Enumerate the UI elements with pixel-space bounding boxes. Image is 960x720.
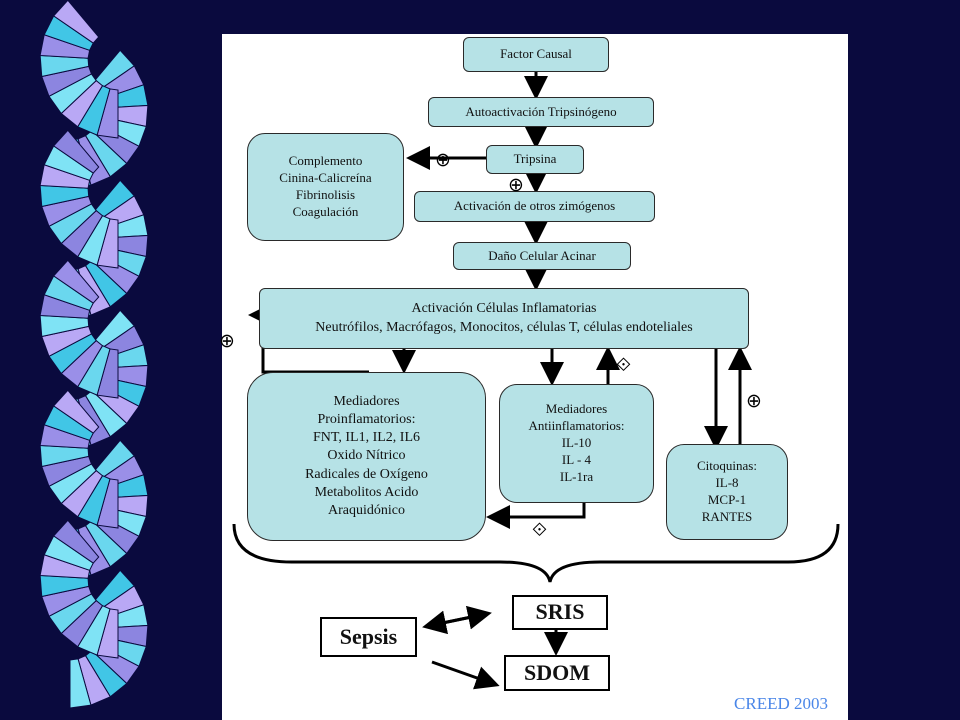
node-sepsis: Sepsis [320,617,417,657]
minus-symbol-antiinf-activacion: ⟐ [616,354,631,376]
arrow-antiinf-to-proinf [486,503,586,529]
node-sdom: SDOM [504,655,610,691]
plus-symbol-citoquinas-activacion: ⊕ [746,390,762,412]
node-mediadores-antiinflamatorios: Mediadores Antiinflamatorios: IL-10 IL -… [499,384,654,503]
plus-symbol-tripsina-zimogenos: ⊕ [508,174,524,196]
node-activacion-celulas-inflamatorias: Activación Células Inflamatorias Neutróf… [259,288,749,349]
node-sris: SRIS [512,595,608,630]
node-factor-causal: Factor Causal [463,37,609,72]
node-tripsina: Tripsina [486,145,584,174]
node-complemento: Complemento Cinina-Calicreína Fibrinolis… [247,133,404,241]
spiral-segment [52,389,100,434]
spiral-segment [52,0,100,44]
decorative-spiral-border [39,0,149,709]
summary-brace [232,523,840,583]
minus-symbol-antiinf-proinf: ⟐ [532,519,547,541]
pancreatitis-flowchart: Factor Causal Autoactivación Tripsinógen… [219,34,848,720]
credit-label: CREED 2003 [734,694,828,713]
node-citoquinas: Citoquinas: IL-8 MCP-1 RANTES [666,444,788,540]
spiral-segment [69,658,92,709]
plus-symbol-tripsina-complemento: ⊕ [435,149,451,171]
spiral-segment [52,259,100,304]
spiral-segment [52,129,100,174]
arrow-sepsis-to-sris [427,605,492,630]
arrow-sepsis-to-sdom [431,660,500,690]
node-autoactivacion-tripsinogeno: Autoactivación Tripsinógeno [428,97,654,127]
node-mediadores-proinflamatorios: Mediadores Proinflamatorios: FNT, IL1, I… [247,372,486,541]
spiral-segment [52,519,100,564]
plus-symbol-feedback-proinf: ⊕ [219,330,235,352]
node-dano-celular-acinar: Daño Celular Acinar [453,242,631,270]
node-activacion-zimogenos: Activación de otros zimógenos [414,191,655,222]
